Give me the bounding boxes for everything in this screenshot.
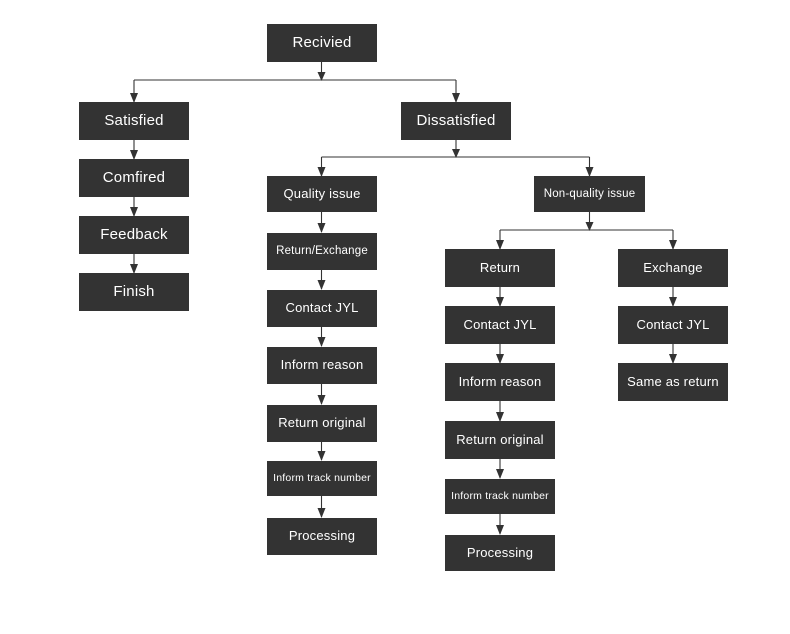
node-satisfied[interactable]: Satisfied [79, 102, 189, 140]
arrowhead-nq-inform-track [496, 469, 504, 479]
node-quality-return-original[interactable]: Return original [267, 405, 377, 442]
node-quality-contact-jyl[interactable]: Contact JYL [267, 290, 377, 327]
arrowhead-return-exchange [317, 223, 326, 233]
node-nq-return-inform-reason[interactable]: Inform reason [445, 363, 555, 401]
node-quality-return-exchange[interactable]: Return/Exchange [267, 233, 377, 270]
node-comfired[interactable]: Comfired [79, 159, 189, 197]
arrowhead-q-inform-track [317, 451, 326, 461]
node-nq-return-contact-jyl[interactable]: Contact JYL [445, 306, 555, 344]
arrowhead-q-processing [317, 508, 326, 518]
arrowhead-recivied-center [317, 72, 326, 81]
arrowhead-q-inform-reason [317, 337, 326, 347]
node-finish[interactable]: Finish [79, 273, 189, 311]
arrowhead-nq-processing [496, 525, 504, 535]
node-feedback[interactable]: Feedback [79, 216, 189, 254]
arrowhead-q-return-original [317, 395, 326, 405]
node-nq-exchange-same-as-return[interactable]: Same as return [618, 363, 728, 401]
node-nq-return-processing[interactable]: Processing [445, 535, 555, 571]
node-nq-return-inform-track-number[interactable]: Inform track number [445, 479, 555, 514]
node-quality-issue[interactable]: Quality issue [267, 176, 377, 212]
node-quality-inform-track-number[interactable]: Inform track number [267, 461, 377, 496]
node-nq-return-return-original[interactable]: Return original [445, 421, 555, 459]
node-nq-return[interactable]: Return [445, 249, 555, 287]
arrowhead-q-contact-jyl [317, 280, 326, 290]
arrowhead-dissatisfied-center [452, 149, 460, 158]
node-nq-exchange-contact-jyl[interactable]: Contact JYL [618, 306, 728, 344]
node-nq-exchange[interactable]: Exchange [618, 249, 728, 287]
node-recivied[interactable]: Recivied [267, 24, 377, 62]
node-quality-inform-reason[interactable]: Inform reason [267, 347, 377, 384]
node-quality-processing[interactable]: Processing [267, 518, 377, 555]
node-dissatisfied[interactable]: Dissatisfied [401, 102, 511, 140]
arrowhead-nonquality-center [585, 222, 594, 231]
node-non-quality-issue[interactable]: Non-quality issue [534, 176, 645, 212]
